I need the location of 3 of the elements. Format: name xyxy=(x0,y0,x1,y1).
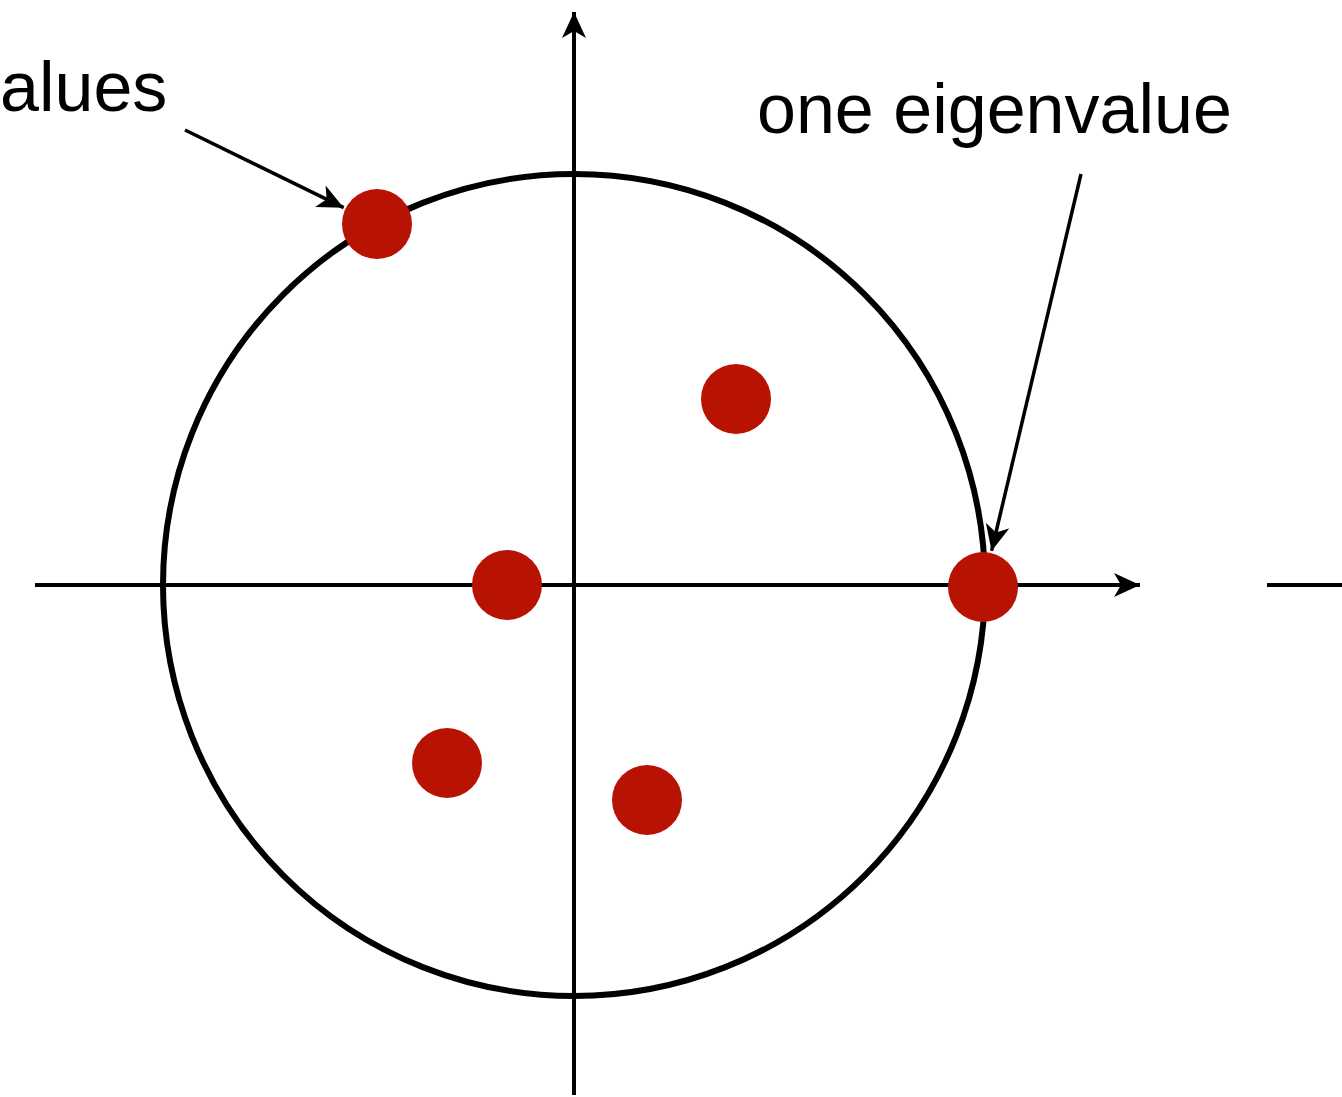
leader-arrow xyxy=(985,173,1083,552)
leader-arrow xyxy=(184,128,345,210)
annotation-text: alues xyxy=(0,52,168,122)
